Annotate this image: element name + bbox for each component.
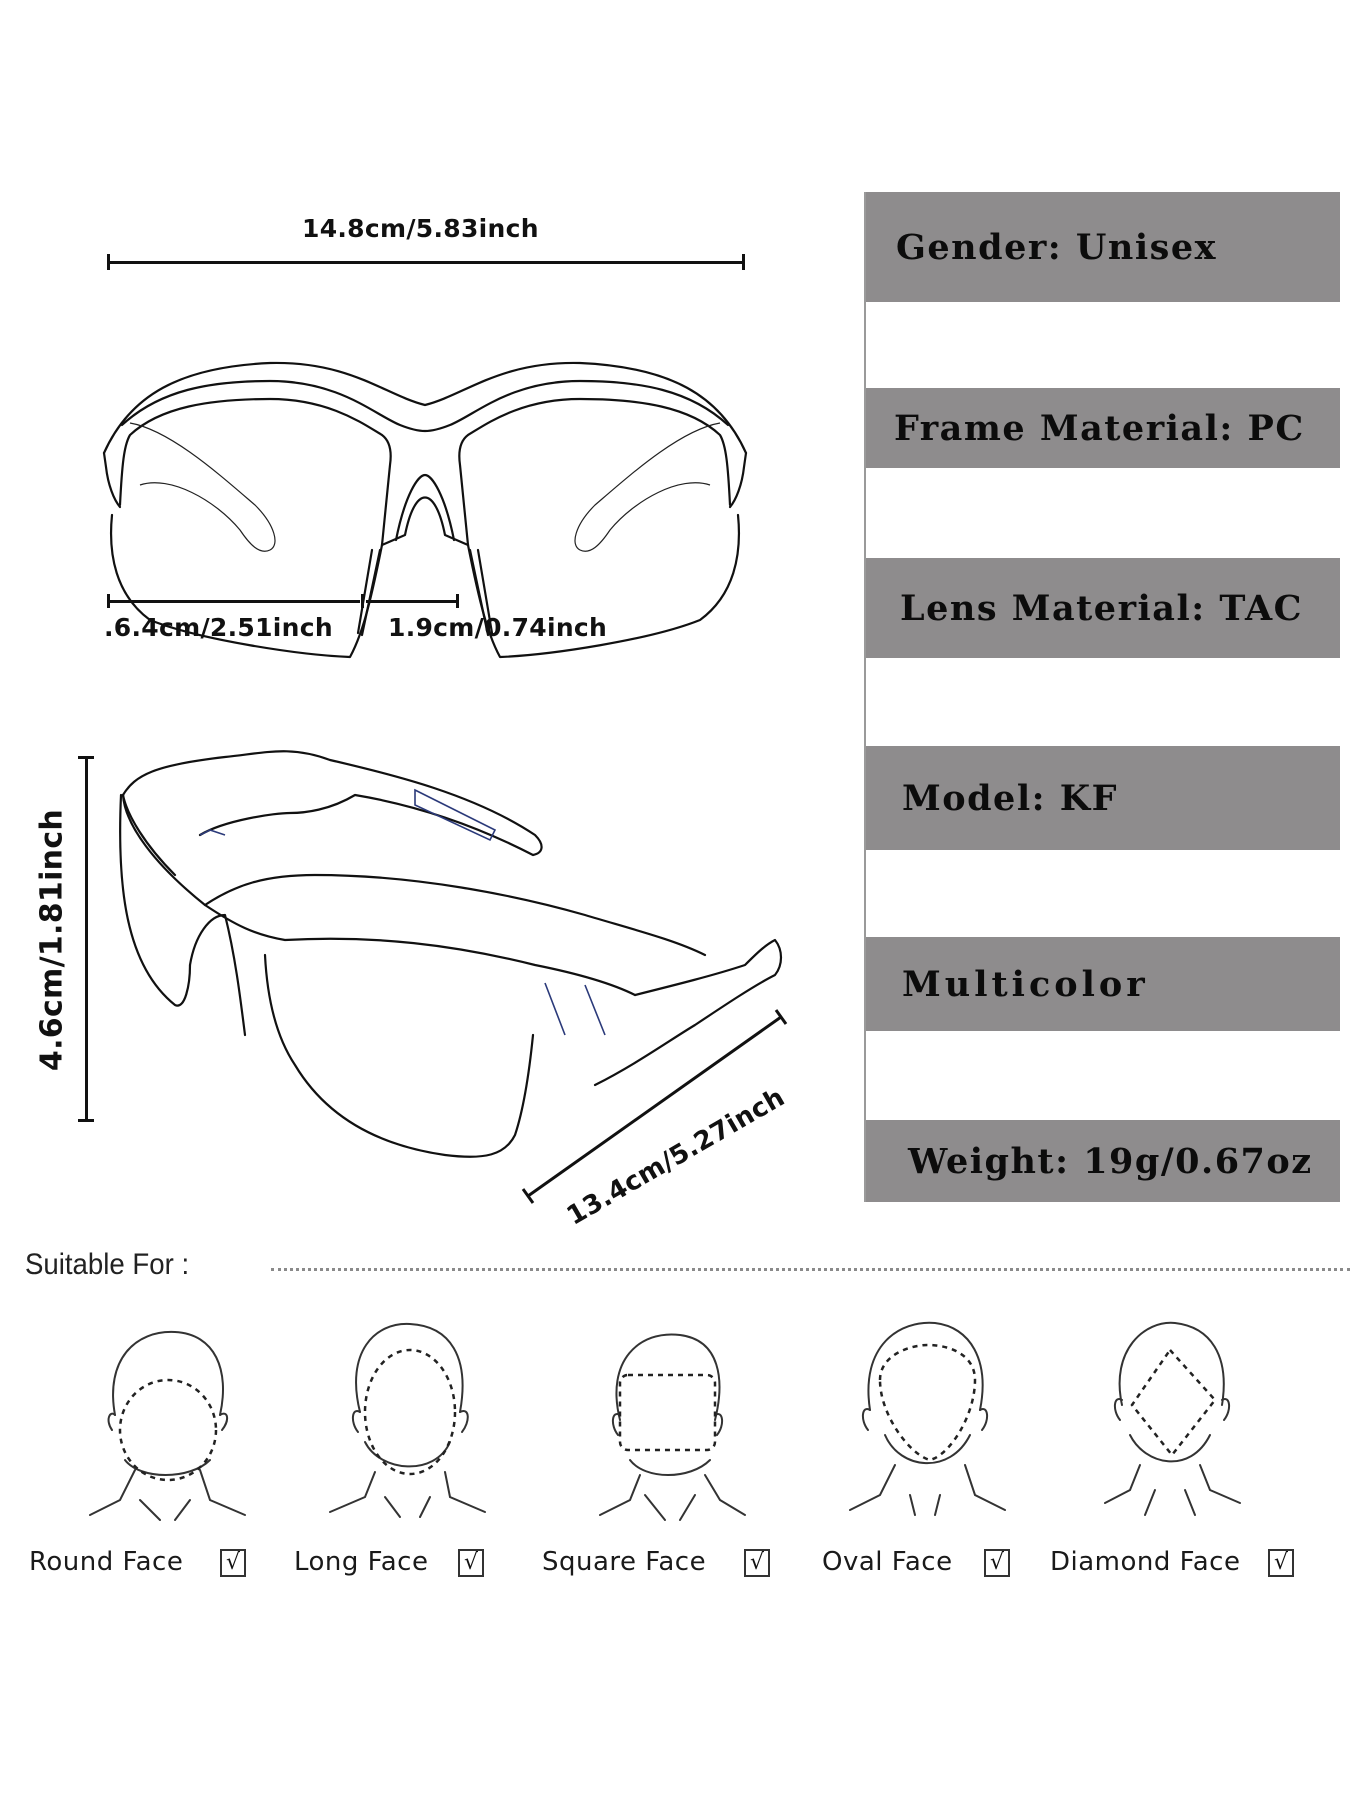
spec-label: Lens Material: TAC [900, 587, 1304, 629]
spec-spacer [866, 468, 1340, 558]
spec-label: Gender: Unisex [896, 226, 1217, 268]
spec-row-lens-material: Lens Material: TAC [866, 558, 1340, 658]
spec-row-weight: Weight: 19g/0.67oz [866, 1120, 1340, 1202]
spec-row-color: Multicolor [866, 937, 1340, 1031]
spec-label: Weight: 19g/0.67oz [908, 1140, 1313, 1182]
spec-label: Multicolor [902, 963, 1149, 1005]
oval-face-icon [849, 1321, 1006, 1516]
round-face-icon [89, 1330, 246, 1521]
spec-table: Gender: Unisex Frame Material: PC Lens M… [864, 192, 1340, 1202]
face-label: Diamond Face [1050, 1547, 1241, 1577]
spec-label: Frame Material: PC [894, 407, 1305, 449]
spec-row-frame-material: Frame Material: PC [866, 388, 1340, 468]
face-label: Long Face [294, 1547, 429, 1577]
bridge-width-label: 1.9cm/0.74inch [388, 613, 608, 642]
face-label: Oval Face [822, 1547, 953, 1577]
spec-spacer [866, 850, 1340, 937]
lens-width-label: .6.4cm/2.51inch [104, 613, 333, 642]
face-label: Square Face [542, 1547, 707, 1577]
total-width-label: 14.8cm/5.83inch [302, 214, 539, 243]
spec-spacer [866, 1031, 1340, 1120]
face-label: Round Face [29, 1547, 184, 1577]
spec-spacer [866, 658, 1340, 746]
diamond-face-checkbox[interactable]: √ [1268, 1549, 1294, 1577]
long-face-checkbox[interactable]: √ [458, 1549, 484, 1577]
spec-label: Model: KF [902, 777, 1118, 819]
square-face-icon [599, 1333, 746, 1521]
suitable-for-title: Suitable For : [25, 1248, 190, 1281]
dotted-divider [271, 1268, 1350, 1271]
spec-row-model: Model: KF [866, 746, 1340, 850]
diamond-face-icon [1104, 1321, 1241, 1516]
glasses-front-view-illustration [102, 361, 748, 659]
long-face-icon [329, 1322, 486, 1518]
spec-row-gender: Gender: Unisex [866, 192, 1340, 302]
spec-spacer [866, 302, 1340, 388]
round-face-checkbox[interactable]: √ [220, 1549, 246, 1577]
oval-face-checkbox[interactable]: √ [984, 1549, 1010, 1577]
square-face-checkbox[interactable]: √ [744, 1549, 770, 1577]
glasses-side-view-illustration [119, 750, 783, 1158]
